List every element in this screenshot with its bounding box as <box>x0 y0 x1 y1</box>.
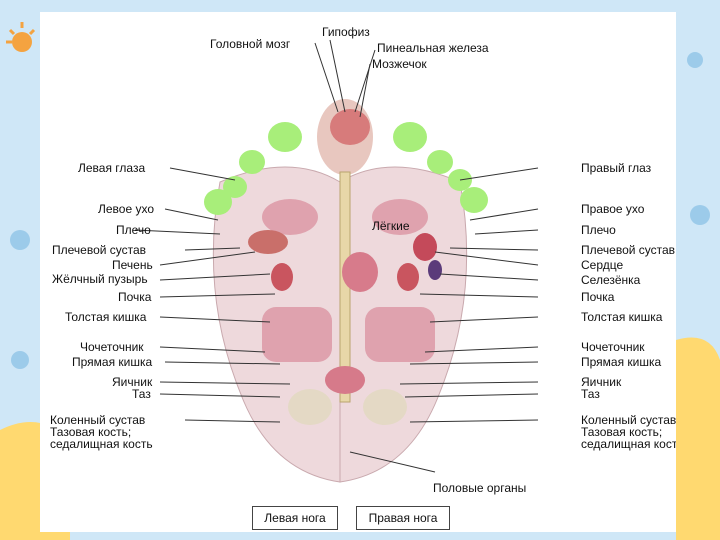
cloud-shape <box>676 338 720 540</box>
label-left-ureter: Чочеточник <box>80 341 144 353</box>
toe-highlight <box>460 187 488 213</box>
label-left-ear: Левое ухо <box>98 203 154 215</box>
label-right-shoulder: Плечо <box>581 224 616 236</box>
label-right-ureter: Чочеточник <box>581 341 645 353</box>
label-reproductive-organs: Половые органы <box>433 482 526 494</box>
label-heart: Сердце <box>581 259 623 271</box>
label-pituitary: Гипофиз <box>322 26 370 38</box>
label-cerebellum: Мозжечок <box>372 58 427 70</box>
reflexology-diagram: Гипофиз Головной мозг Пинеальная железа … <box>40 12 676 532</box>
label-right-rectum: Прямая кишка <box>581 356 661 368</box>
label-left-eye: Левая глаза <box>78 162 145 174</box>
label-lungs: Лёгкие <box>372 220 410 232</box>
label-right-pelvis: Таз <box>581 388 600 400</box>
label-spleen: Селезёнка <box>581 274 640 286</box>
toe-highlight <box>427 150 453 174</box>
label-right-ear: Правое ухо <box>581 203 644 215</box>
legend-left-foot: Левая нога <box>252 506 338 530</box>
label-left-shoulder: Плечо <box>116 224 151 236</box>
label-left-ischium: седалищная кость <box>50 438 153 450</box>
toe-highlight <box>204 189 232 215</box>
label-gallbladder: Жёлчный пузырь <box>52 273 148 285</box>
label-left-pelvis: Таз <box>132 388 151 400</box>
label-liver: Печень <box>112 259 153 271</box>
toe-highlight <box>268 122 302 152</box>
label-right-colon: Толстая кишка <box>581 311 662 323</box>
toe-highlight <box>239 150 265 174</box>
label-right-kidney: Почка <box>581 291 614 303</box>
label-left-rectum: Прямая кишка <box>72 356 152 368</box>
legend-right-foot: Правая нога <box>356 506 450 530</box>
label-pineal-gland: Пинеальная железа <box>377 42 489 54</box>
label-right-shoulder-joint: Плечевой сустав <box>581 244 675 256</box>
label-right-ischium: седалищная кость <box>581 438 676 450</box>
label-left-shoulder-joint: Плечевой сустав <box>52 244 146 256</box>
label-right-eye: Правый глаз <box>581 162 651 174</box>
label-left-kidney: Почка <box>118 291 151 303</box>
label-brain: Головной мозг <box>210 38 290 50</box>
toe-highlight <box>393 122 427 152</box>
sun-icon <box>6 22 34 52</box>
label-left-colon: Толстая кишка <box>65 311 146 323</box>
